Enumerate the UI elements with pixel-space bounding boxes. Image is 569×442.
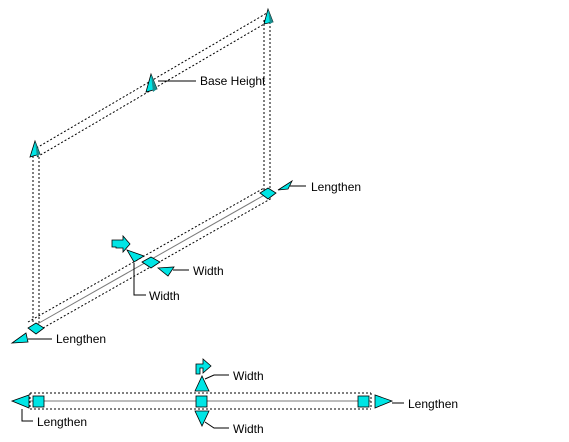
square-grip-icon[interactable] [259,187,277,200]
square-grip-icon[interactable] [195,395,208,408]
cone-grip-icon[interactable] [263,7,274,25]
isometric-wall [27,12,273,333]
plan-width-top-leader [204,374,229,380]
triangle-arrow-icon[interactable] [10,394,30,409]
bent-arrow-icon[interactable] [111,234,131,254]
triangle-arrow-icon[interactable] [126,249,145,263]
square-grip-icon[interactable] [141,256,161,269]
width-below-label: Width [149,289,180,303]
plan-lengthen-right-label: Lengthen [408,397,458,411]
plan-lengthen-left-label: Lengthen [37,415,87,429]
square-grip-icon[interactable] [357,395,370,408]
wall-bottom-edge-a [27,187,265,323]
triangle-arrow-icon[interactable] [277,179,294,191]
wall-top-edge-inner [36,19,272,158]
cone-grip-icon[interactable] [29,139,41,158]
lengthen-right-label: Lengthen [311,180,361,194]
plan-width-top-label: Width [233,369,264,383]
triangle-arrow-icon[interactable] [10,332,29,344]
triangle-arrow-icon[interactable] [194,410,210,427]
width-below-leader [133,263,146,296]
cone-grip-icon[interactable] [145,72,158,93]
bent-arrow-icon[interactable] [195,358,212,375]
wall-bottom-edge-b [35,197,273,333]
triangle-arrow-icon[interactable] [156,266,175,277]
triangle-arrow-icon[interactable] [194,375,210,392]
square-grip-icon[interactable] [32,395,45,408]
plan-width-bottom-leader [204,421,229,429]
triangle-arrow-icon[interactable] [374,394,394,409]
plan-width-bottom-label: Width [233,422,264,436]
base-height-label: Base Height [200,74,266,88]
lengthen-left-label: Lengthen [56,332,106,346]
width-right-label: Width [193,264,224,278]
square-grip-icon[interactable] [27,322,45,335]
wall-top-edge-outer [32,12,268,151]
plan-lengthen-left-leader [21,409,33,422]
